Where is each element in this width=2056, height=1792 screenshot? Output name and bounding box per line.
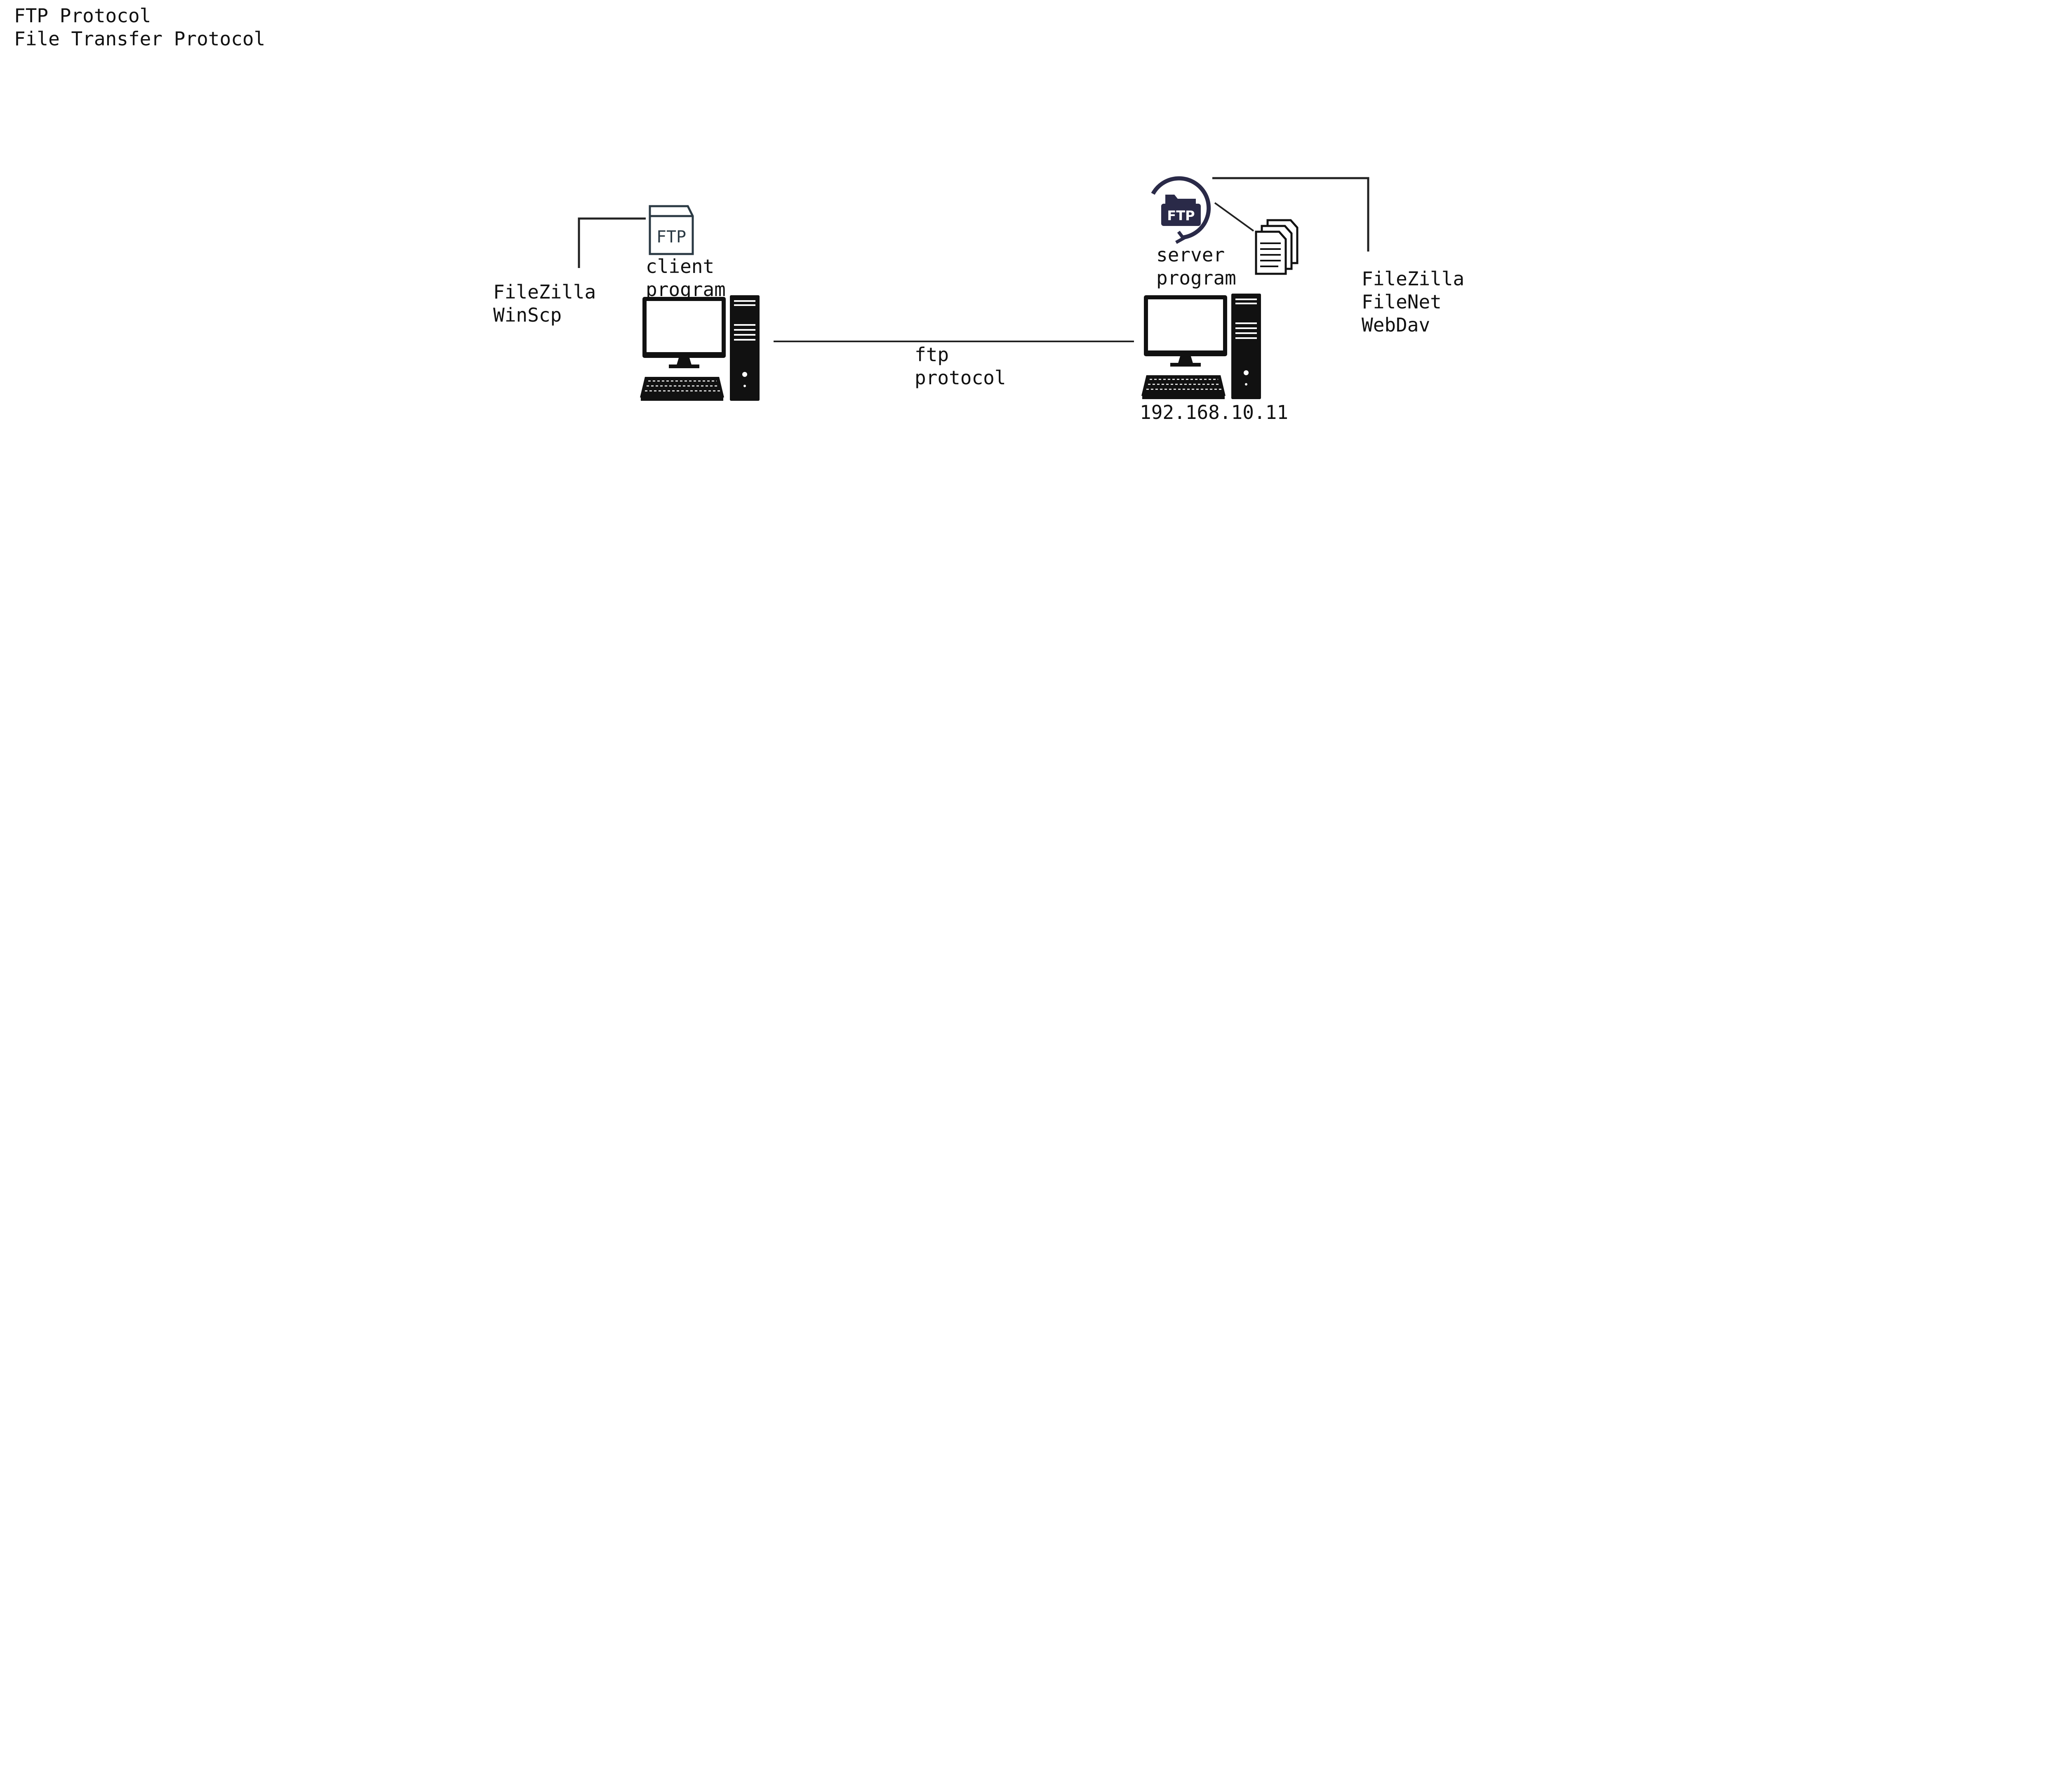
server-icon-text: FTP	[1167, 208, 1195, 223]
documents-icon	[1255, 219, 1299, 275]
client-software-connector	[578, 217, 646, 268]
server-label-line1: server	[1156, 244, 1225, 266]
client-computer-icon	[639, 294, 760, 402]
ftp-link-label-line2: protocol	[915, 367, 1006, 389]
client-ftp-icon: FTP	[649, 205, 694, 255]
server-ftp-badge-icon: FTP	[1151, 176, 1211, 244]
diagram-subtitle: File Transfer Protocol	[14, 28, 266, 50]
client-label-line2: program	[646, 278, 726, 301]
server-docs-connector	[1214, 202, 1254, 232]
diagram-title: FTP Protocol	[14, 5, 151, 27]
server-label-line2: program	[1156, 267, 1236, 289]
client-label-line1: client	[646, 255, 715, 278]
server-computer-icon	[1141, 293, 1262, 400]
client-icon-text: FTP	[656, 228, 686, 247]
server-software-connector	[1212, 177, 1369, 252]
server-software-3: WebDav	[1362, 314, 1430, 336]
server-ip-address: 192.168.10.11	[1140, 401, 1289, 423]
ftp-link-label-line1: ftp	[915, 343, 949, 366]
server-software-1: FileZilla	[1362, 268, 1465, 290]
client-software-2: WinScp	[493, 304, 562, 326]
server-software-2: FileNet	[1362, 291, 1442, 313]
client-software-1: FileZilla	[493, 281, 596, 303]
